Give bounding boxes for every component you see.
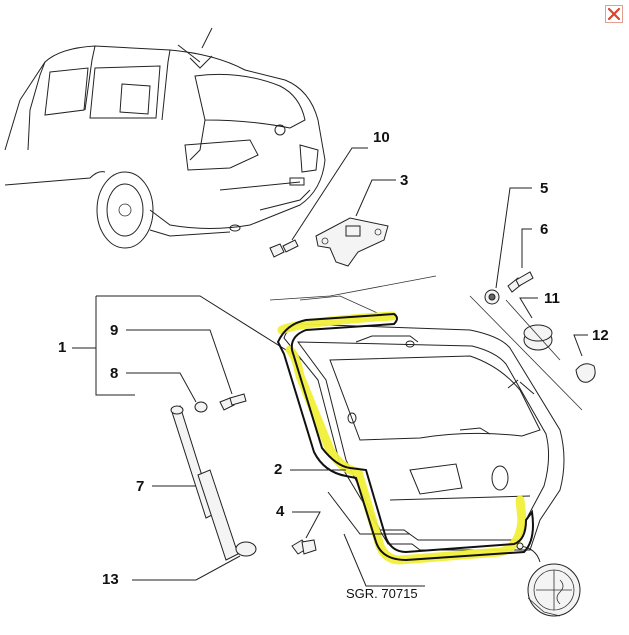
callout-13: 13 [102, 541, 257, 588]
svg-text:2: 2 [274, 461, 282, 478]
alfa-romeo-badge-icon [527, 563, 581, 617]
svg-text:11: 11 [544, 290, 560, 307]
tailgate [269, 275, 583, 551]
callout-5: 5 [484, 180, 548, 305]
svg-text:1: 1 [58, 339, 66, 356]
seal-gasket [276, 312, 534, 562]
reference-code: SGR. 70715 [346, 586, 418, 601]
callout-6: 6 [507, 221, 548, 293]
svg-text:9: 9 [110, 322, 118, 339]
callout-4: 4 [276, 503, 321, 555]
svg-text:6: 6 [540, 221, 548, 238]
svg-text:12: 12 [592, 327, 609, 344]
svg-text:13: 13 [102, 571, 119, 588]
svg-text:5: 5 [540, 180, 548, 197]
callout-10: 10 [269, 129, 390, 258]
callout-3: 3 [315, 172, 408, 267]
lower-linkage [327, 491, 541, 587]
svg-text:8: 8 [110, 365, 118, 382]
close-button[interactable] [605, 5, 623, 23]
callout-12: 12 [573, 327, 609, 383]
callout-2: 2 [274, 461, 346, 478]
svg-text:10: 10 [373, 129, 390, 146]
close-icon [607, 7, 621, 21]
callout-1-group: 1 9 8 [58, 295, 303, 413]
svg-text:4: 4 [276, 503, 285, 520]
callout-11: 11 [519, 290, 560, 351]
car-illustration [4, 27, 326, 249]
callout-7: 7 [136, 405, 239, 561]
svg-text:3: 3 [400, 172, 408, 189]
svg-text:7: 7 [136, 478, 144, 495]
